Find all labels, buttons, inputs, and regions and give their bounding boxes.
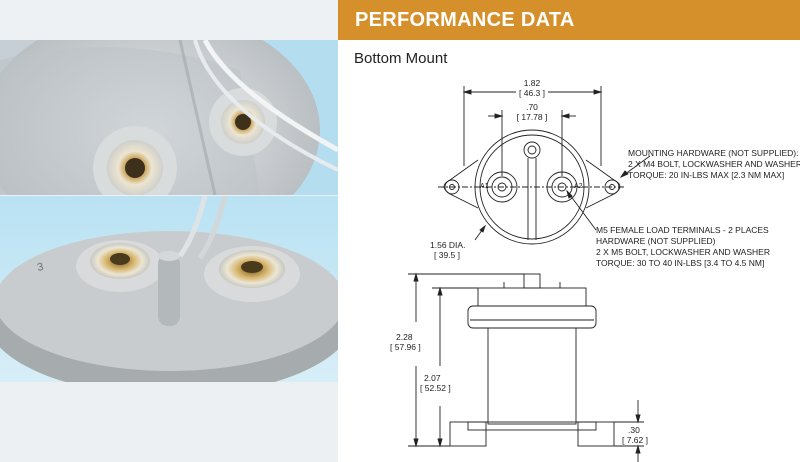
dim-foot-height-in: .30 [628, 425, 640, 435]
dim-overall-height-in: 2.28 [396, 332, 413, 342]
terminal-mark-a1: A1 [480, 183, 489, 190]
dim-overall-height-mm: [ 57.96 ] [390, 342, 421, 352]
dim-overall-width-in: 1.82 [523, 78, 541, 88]
page-title: PERFORMANCE DATA [355, 9, 575, 31]
bottom-photo-terminals: 3 [0, 196, 338, 382]
callout-terminals-1: M5 FEMALE LOAD TERMINALS - 2 PLACES [596, 225, 769, 235]
dim-body-height-in: 2.07 [424, 373, 441, 383]
drawing-lines [408, 86, 651, 462]
dim-foot-height-mm: [ 7.62 ] [622, 435, 648, 445]
dim-body-height-mm: [ 52.52 ] [420, 383, 451, 393]
svg-text:3: 3 [36, 261, 44, 274]
callout-terminals-3: 2 X M5 BOLT, LOCKWASHER AND WASHER [596, 247, 770, 257]
callout-terminals-2: HARDWARE (NOT SUPPLIED) [596, 236, 716, 246]
callout-mounting-1: MOUNTING HARDWARE (NOT SUPPLIED): [628, 148, 799, 158]
photo-caption-area [0, 382, 338, 462]
section-subtitle: Bottom Mount [354, 50, 448, 67]
dim-terminal-spacing-in: .70 [526, 102, 538, 112]
top-photo-terminal-closeup [0, 40, 338, 195]
terminal-mark-a2: A2 [574, 183, 583, 190]
dim-diameter-mm: [ 39.5 ] [434, 250, 460, 260]
callout-mounting-3: TORQUE: 20 IN-LBS MAX [2.3 NM MAX] [628, 170, 785, 180]
product-photos: 3 [0, 0, 338, 462]
dim-diameter-in: 1.56 DIA. [430, 240, 466, 250]
dim-overall-width-mm: [ 46.3 ] [519, 88, 545, 98]
bottom-mount-drawing: 1.82 [ 46.3 ] .70 [ 17.78 ] A1 A2 1.56 D… [338, 70, 800, 462]
callout-mounting-2: 2 X M4 BOLT, LOCKWASHER AND WASHER [628, 159, 800, 169]
callout-terminals-4: TORQUE: 30 TO 40 IN-LBS [3.4 TO 4.5 NM] [596, 258, 765, 268]
header-bar [338, 0, 800, 40]
dim-terminal-spacing-mm: [ 17.78 ] [516, 112, 548, 122]
